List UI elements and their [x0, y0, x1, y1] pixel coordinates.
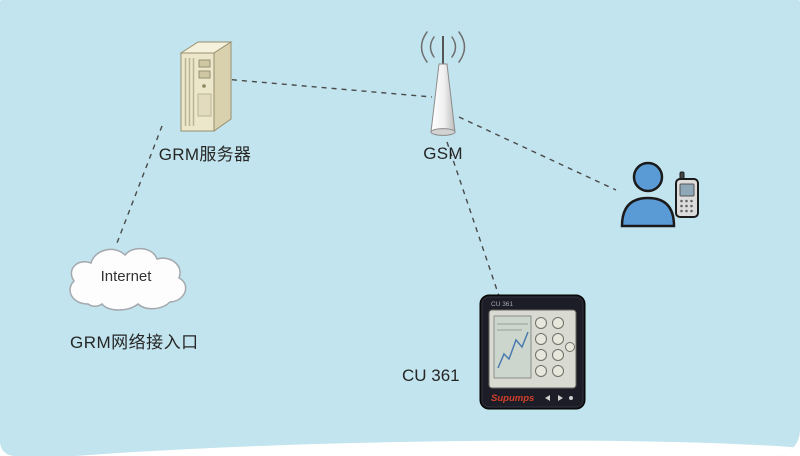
gsm-node: GSM [398, 24, 488, 164]
cu361-label: CU 361 [402, 366, 460, 385]
device-buttons [535, 317, 575, 377]
internet-caption: GRM网络接入口 [70, 333, 199, 352]
gsm-label: GSM [423, 144, 463, 163]
device-screen [493, 315, 532, 379]
device-model-text: CU 361 [491, 301, 513, 308]
server-label: GRM服务器 [158, 145, 252, 164]
link-server-gsm [211, 77, 433, 98]
person-icon [620, 161, 676, 228]
link-gsm-user [458, 116, 617, 191]
phone-icon [675, 171, 699, 218]
person-phone-icon [620, 161, 699, 228]
device-nav-arrows-icon [545, 395, 573, 401]
server-node: GRM服务器 [140, 36, 270, 165]
antenna-icon [420, 31, 466, 136]
device-brand-text: Supumps [491, 393, 534, 404]
cu361-node: CU 361 Supumps [478, 292, 588, 412]
mobile-user-node [612, 156, 707, 231]
cloud-icon [69, 247, 187, 311]
link-gsm-cu361 [446, 141, 500, 297]
internet-label: Internet [100, 268, 152, 285]
internet-node: Internet [58, 238, 194, 322]
server-icon [179, 41, 233, 132]
link-server-internet [116, 125, 163, 244]
controller-device-icon: CU 361 Supumps [479, 294, 586, 410]
radio-waves-icon [420, 31, 466, 63]
